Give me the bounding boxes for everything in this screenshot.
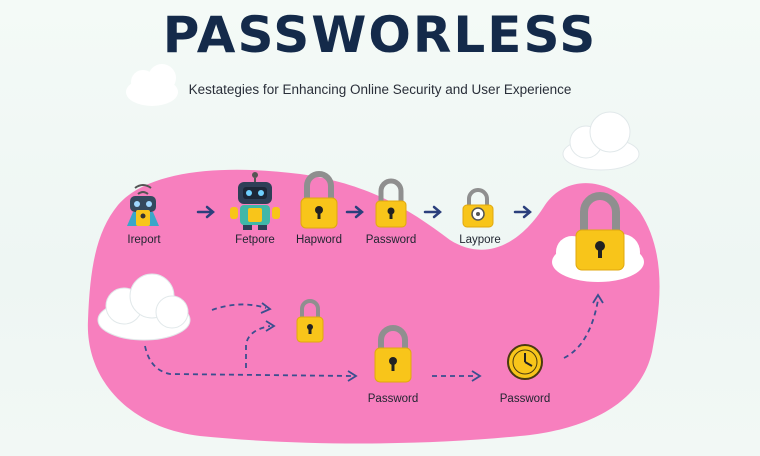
padlock-icon-password-bottom: [374, 325, 412, 383]
clock-icon: [507, 344, 543, 380]
robot-icon: [230, 172, 280, 230]
padlock-icon-password-top: [375, 178, 407, 228]
cloud-icon-top-left: [126, 64, 178, 106]
top-label-2: Fetpore: [235, 234, 275, 246]
dashed-arrow-bottom-left: [144, 345, 353, 377]
padlock-coin-icon: [462, 188, 494, 228]
dashed-arrowhead-5: [592, 293, 604, 304]
top-label-1: Ireport: [127, 234, 161, 246]
top-label-4: Password: [365, 234, 417, 246]
robot-lock-icon: [127, 184, 159, 226]
dashed-arrowhead-3: [347, 370, 358, 382]
top-label-3: Hapword: [295, 234, 343, 246]
cloud-icon-left: [97, 273, 191, 341]
dashed-arrowhead-1: [260, 302, 272, 314]
page-subtitle: Kestategies for Enhancing Online Securit…: [188, 82, 572, 97]
cloud-icon-top-right: [562, 111, 640, 171]
arrow-icon-3: [423, 205, 442, 219]
padlock-icon-large: [575, 192, 625, 271]
dashed-arrowhead-2: [265, 320, 276, 332]
bottom-label-2: Password: [499, 393, 551, 405]
arrow-icon-1: [196, 205, 215, 219]
padlock-icon-small: [296, 299, 324, 343]
dashed-arrow-right-up: [563, 299, 599, 359]
arrow-icon-2: [345, 205, 364, 219]
dashed-arrow-cloud-to-lock: [211, 303, 267, 311]
padlock-icon-hapword: [300, 171, 338, 229]
bottom-label-1: Password: [367, 393, 419, 405]
page-title: PASSWORLESS: [162, 6, 598, 64]
top-label-5: Laypore: [459, 234, 501, 246]
dashed-arrowhead-4: [471, 370, 482, 382]
arrow-icon-4: [513, 205, 532, 219]
